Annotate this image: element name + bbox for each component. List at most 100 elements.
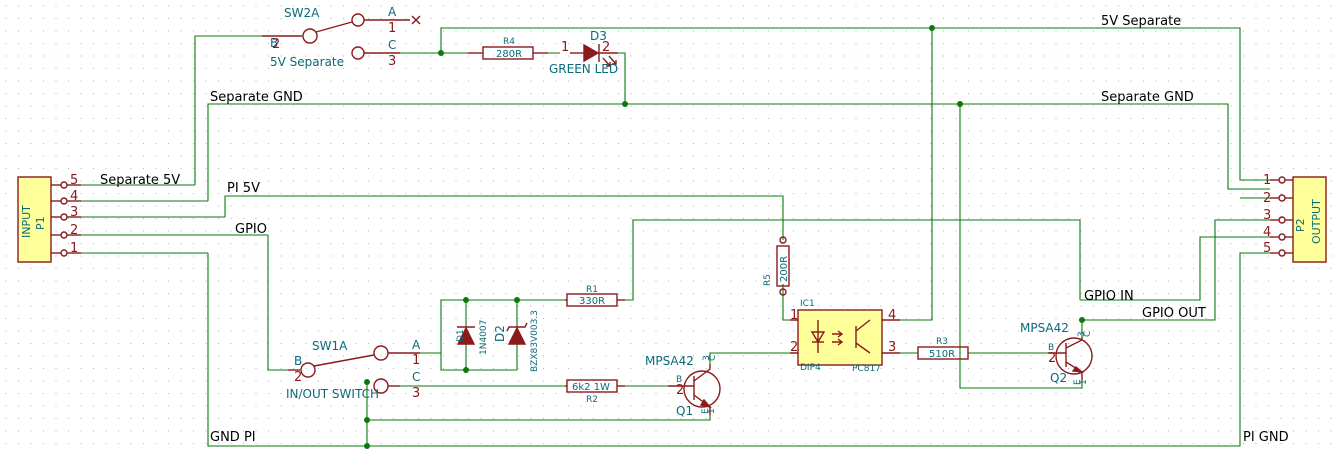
p1-pin-3: 3: [70, 205, 78, 220]
d3-pin-2: 2: [602, 40, 610, 55]
p2-pin-5: 5: [1263, 241, 1271, 256]
d1-value: 1N4007: [479, 320, 489, 355]
net-gpio-in: GPIO IN: [1084, 289, 1134, 304]
p2-pin-3: 3: [1263, 208, 1271, 223]
sw2a-pin-b: B: [270, 36, 278, 50]
r2-value: 6k2 1W: [572, 382, 610, 393]
net-separate-5v: Separate 5V: [100, 173, 180, 188]
ic1-pin-4: 4: [888, 308, 896, 323]
p2-pin-1: 1: [1263, 173, 1271, 188]
wires: [81, 27, 1270, 447]
q1-pin-e: E: [701, 408, 711, 414]
q2-pin-e: E: [1073, 379, 1083, 385]
q1-pin-1: 1: [707, 408, 717, 414]
q2-ref: Q2: [1050, 371, 1067, 385]
q1-pin-b: B: [676, 375, 682, 385]
net-pi-5v: PI 5V: [227, 181, 260, 196]
junctions: [364, 25, 1085, 449]
p1-pin-1: 1: [70, 241, 78, 256]
sw2a-pin-2: 2: [272, 37, 280, 52]
net-separate-gnd-left: Separate GND: [210, 90, 303, 105]
q1-value: MPSA42: [645, 354, 694, 368]
q1-pin-2: 2: [676, 383, 684, 398]
q2-pin-3: 3: [1077, 331, 1087, 337]
sw2a-pin-c: C: [388, 38, 396, 52]
sw2a-pin-a: A: [388, 5, 397, 19]
input-connector: INPUT P1 5 4 3 2 1: [17, 173, 81, 263]
ic1-package: DIP4: [800, 363, 821, 373]
sw1a-ref: SW1A: [312, 339, 348, 353]
p2-pin-4: 4: [1263, 225, 1271, 240]
q2-pin-b: B: [1048, 343, 1054, 353]
p1-pin-2: 2: [70, 223, 78, 238]
q1-pin-3: 3: [702, 355, 712, 361]
net-pi-gnd: PI GND: [1243, 430, 1289, 445]
d2-ref: D2: [493, 325, 507, 342]
sw1a-pin-a: A: [412, 338, 421, 352]
d3-ref: D3: [590, 29, 607, 43]
sw2a-pin-3: 3: [388, 54, 396, 69]
sw1a-pin-2: 2: [294, 370, 302, 385]
ic1-value: PC817: [852, 364, 881, 374]
r5-ref: R5: [763, 274, 773, 286]
r2-ref: R2: [586, 395, 598, 405]
r1-ref: R1: [586, 285, 598, 295]
p1-pin-5: 5: [70, 173, 78, 188]
sw2a-pin-1: 1: [388, 21, 396, 36]
d1-diode: [456, 326, 476, 345]
ic1-pin-2: 2: [790, 340, 798, 355]
sw2a-switch: [262, 13, 421, 60]
r4-ref: R4: [503, 37, 515, 47]
d3-led: [570, 43, 618, 67]
r3-resistor: [917, 346, 969, 360]
r3-ref: R3: [936, 337, 948, 347]
sw1a-pin-3: 3: [412, 386, 420, 401]
p1-pin-4: 4: [70, 189, 78, 204]
output-connector-ref: P2: [1294, 218, 1307, 232]
sw1a-pin-b: B: [294, 354, 302, 368]
net-gpio: GPIO: [235, 222, 267, 237]
q2-pin-2: 2: [1048, 351, 1056, 366]
output-connector-label: OUTPUT: [1310, 199, 1323, 244]
input-connector-label: INPUT: [20, 205, 33, 238]
r4-value: 280R: [496, 49, 522, 60]
q1-ref: Q1: [676, 404, 693, 418]
ic1-pin-3: 3: [888, 340, 896, 355]
q2-transistor: [1048, 337, 1093, 380]
sw1a-pin-c: C: [412, 370, 420, 384]
d2-value: BZX83V003.3: [530, 310, 540, 372]
ic1-ref: IC1: [800, 299, 815, 309]
net-separate-gnd-right: Separate GND: [1101, 90, 1194, 105]
q2-pin-c: C: [1083, 331, 1093, 337]
q2-value: MPSA42: [1020, 321, 1069, 335]
input-connector-ref: P1: [34, 216, 47, 230]
q2-pin-1: 1: [1079, 379, 1089, 385]
r4-resistor: [468, 46, 548, 60]
d1-ref: D1: [456, 329, 466, 342]
sw2a-value: 5V Separate: [270, 55, 344, 69]
ic1-pin-1: 1: [790, 308, 798, 323]
d3-value: GREEN LED: [549, 62, 618, 76]
d2-zener: [506, 322, 528, 345]
r2-resistor: [565, 379, 625, 393]
q1-transistor: [668, 364, 721, 415]
r1-resistor: [565, 293, 625, 307]
sw1a-value: IN/OUT SWITCH: [286, 387, 379, 401]
sw2a-ref: SW2A: [284, 6, 320, 20]
q1-pin-c: C: [708, 355, 718, 361]
net-5v-separate: 5V Separate: [1101, 14, 1181, 29]
sw1a-pin-1: 1: [412, 353, 420, 368]
p2-pin-2: 2: [1263, 191, 1271, 206]
r1-value: 330R: [579, 296, 605, 307]
r5-value: 200R: [779, 256, 790, 282]
output-connector: P2 OUTPUT 1 2 3 4 5: [1263, 173, 1327, 263]
net-gpio-out: GPIO OUT: [1142, 306, 1206, 321]
r5-resistor: [776, 236, 790, 296]
r3-value: 510R: [929, 349, 955, 360]
d3-pin-1: 1: [561, 40, 569, 55]
net-gnd-pi: GND PI: [210, 430, 256, 445]
sw1a-switch: [288, 345, 420, 394]
ic1-optocoupler: [790, 309, 900, 366]
